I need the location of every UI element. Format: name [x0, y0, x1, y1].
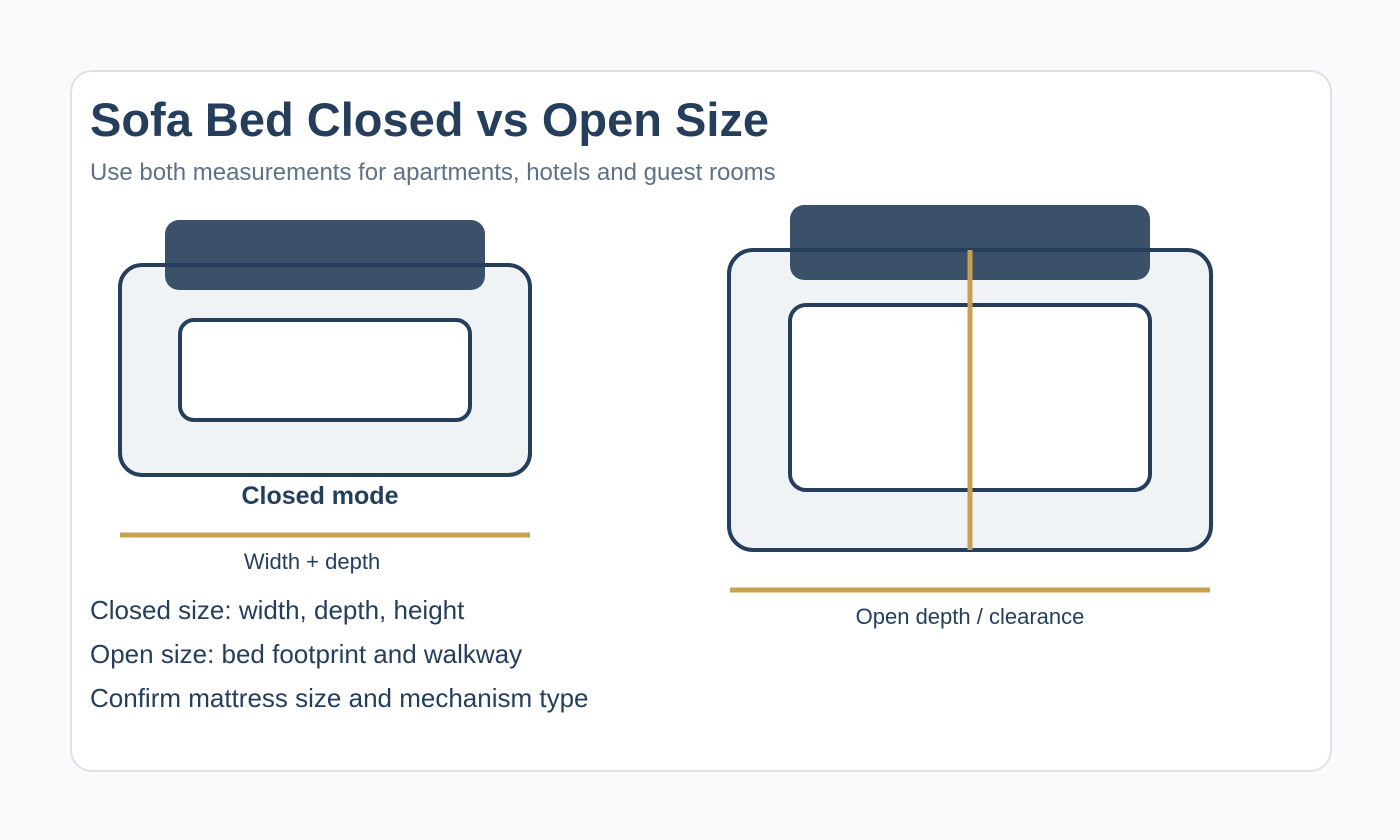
note-open-size: Open size: bed footprint and walkway	[90, 639, 523, 669]
open-sofa-backrest	[790, 205, 1150, 280]
note-mattress-mechanism: Confirm mattress size and mechanism type	[90, 683, 589, 713]
closed-sofa-backrest	[165, 220, 485, 290]
closed-mode-label: Closed mode	[242, 482, 399, 510]
closed-width-measure-label: Width + depth	[244, 549, 380, 574]
closed-sofa-seat	[178, 318, 472, 422]
page-title: Sofa Bed Closed vs Open Size	[90, 93, 770, 146]
closed-sofa	[118, 220, 532, 477]
open-sofa-bed	[727, 205, 1213, 552]
note-closed-size: Closed size: width, depth, height	[90, 595, 465, 625]
open-depth-measure-label: Open depth / clearance	[856, 604, 1085, 629]
measurement-notes: Closed size: width, depth, height Open s…	[90, 593, 589, 725]
page-subtitle: Use both measurements for apartments, ho…	[90, 159, 776, 186]
